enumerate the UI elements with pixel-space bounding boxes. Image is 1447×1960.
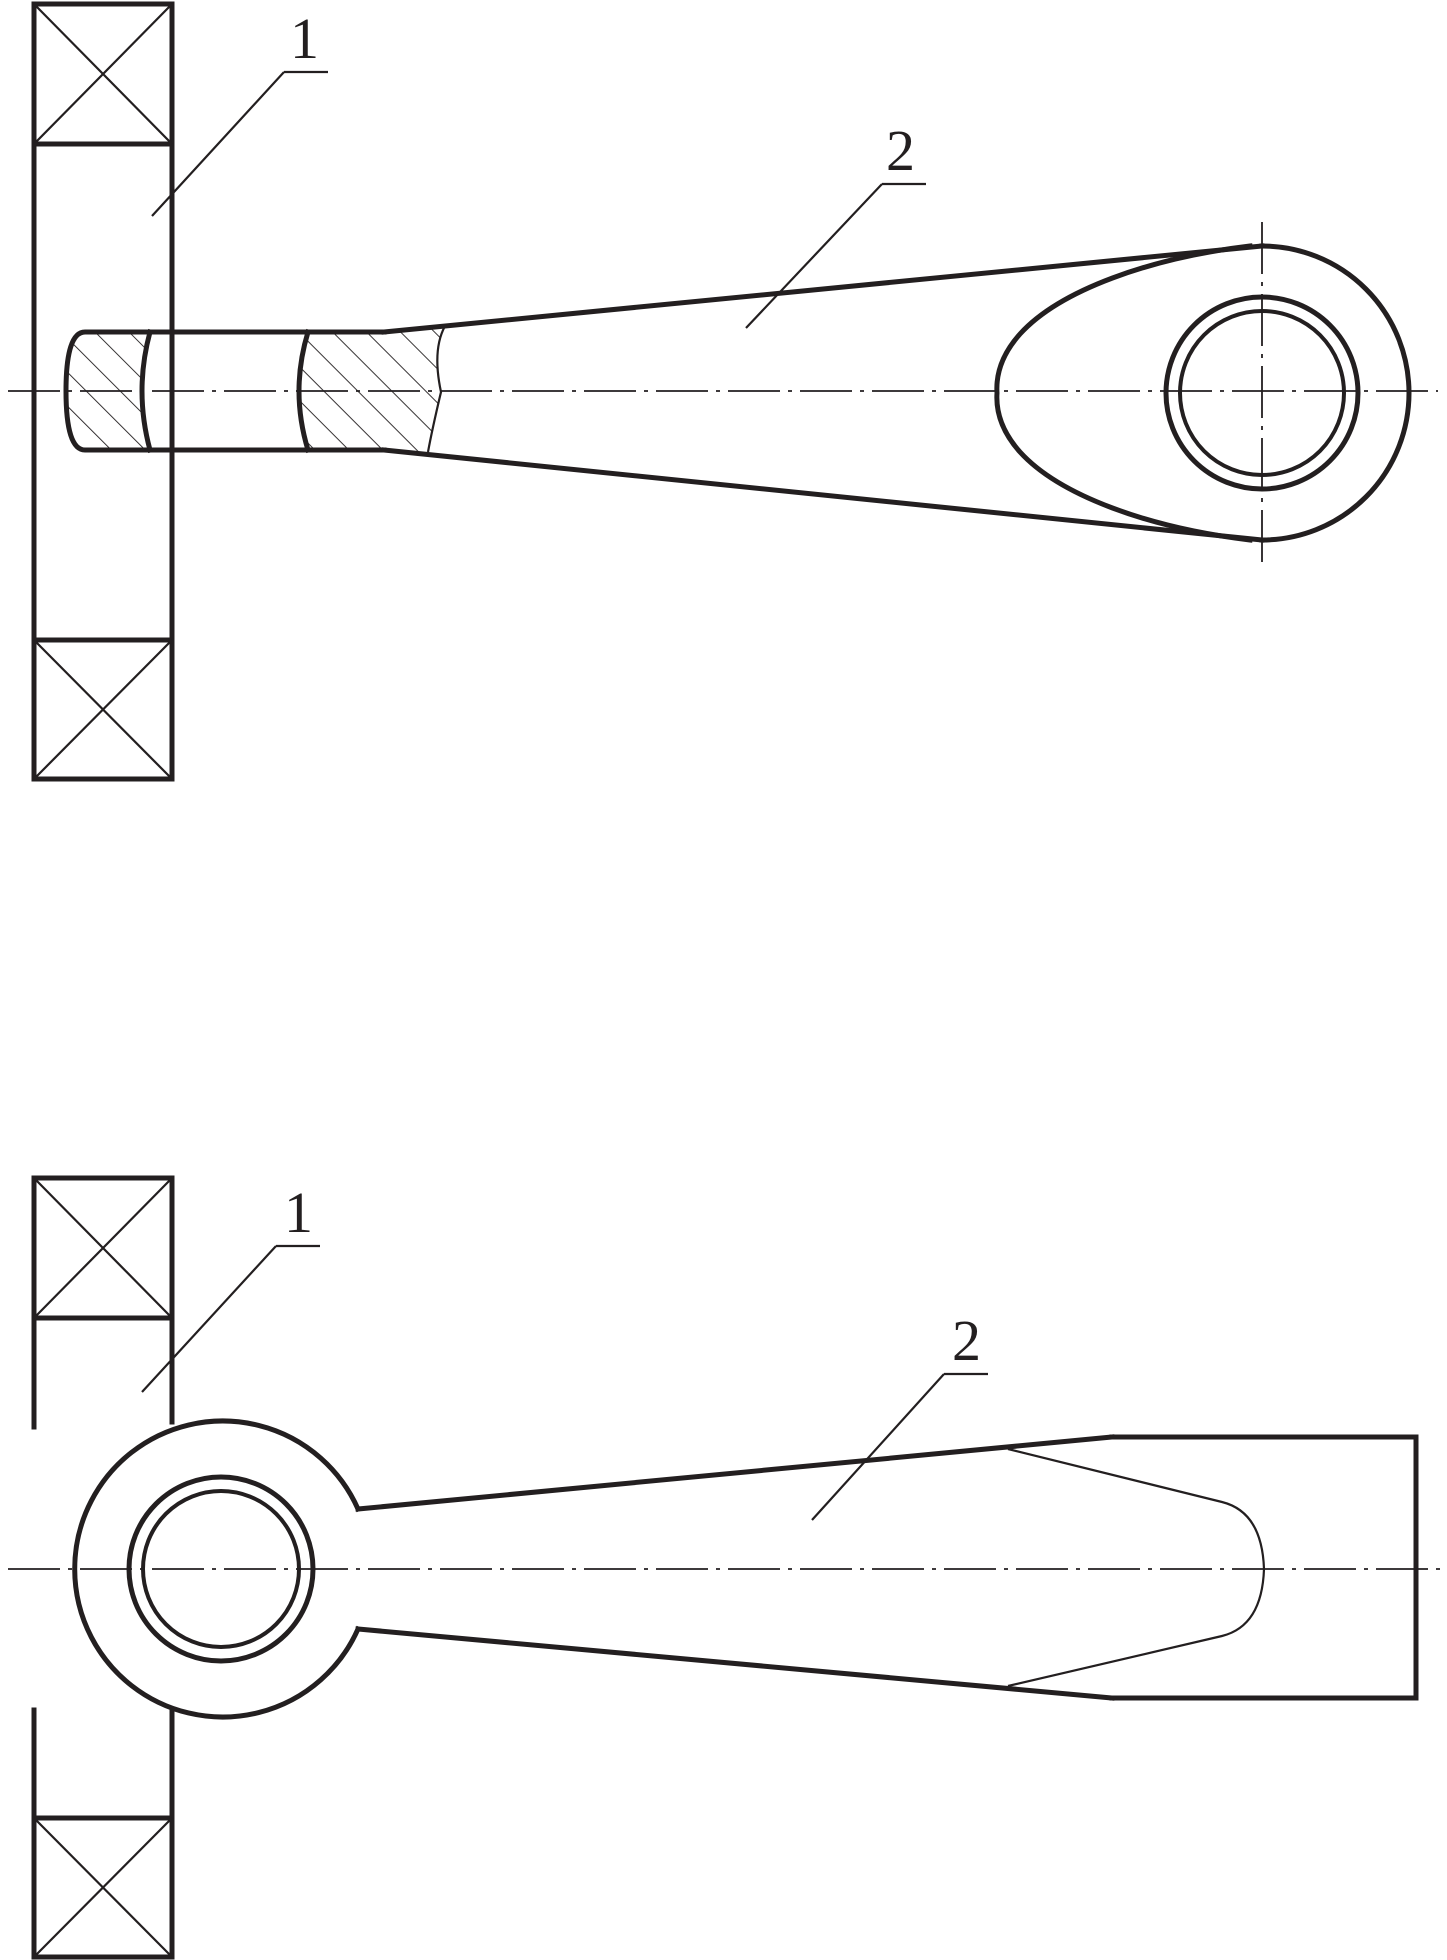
handle-arm <box>63 243 1412 543</box>
callout-number: 2 <box>952 1308 981 1373</box>
handle-arm <box>72 1418 1419 1720</box>
frame-outline-lower <box>31 1707 175 1960</box>
callout-1-top: 1 <box>151 6 328 217</box>
top-view: 1 2 <box>8 1 1438 782</box>
eye-boss <box>1259 243 1412 543</box>
callout-2-bottom: 2 <box>811 1308 988 1521</box>
eye-recess <box>994 243 1253 543</box>
flat-transition <box>1007 1447 1266 1688</box>
callout-number: 1 <box>284 1180 313 1245</box>
callout-number: 2 <box>886 118 915 183</box>
callout-1-bottom: 1 <box>141 1180 320 1393</box>
eye-boss <box>72 1418 362 1720</box>
bottom-view: 1 2 <box>8 1175 1440 1960</box>
callout-2-top: 2 <box>745 118 926 329</box>
section-hatch-right <box>299 326 445 452</box>
frame-member <box>31 1175 175 1960</box>
callout-number: 1 <box>290 6 319 71</box>
frame-outline-upper <box>31 1175 175 1430</box>
flat-end-block <box>1109 1434 1419 1701</box>
